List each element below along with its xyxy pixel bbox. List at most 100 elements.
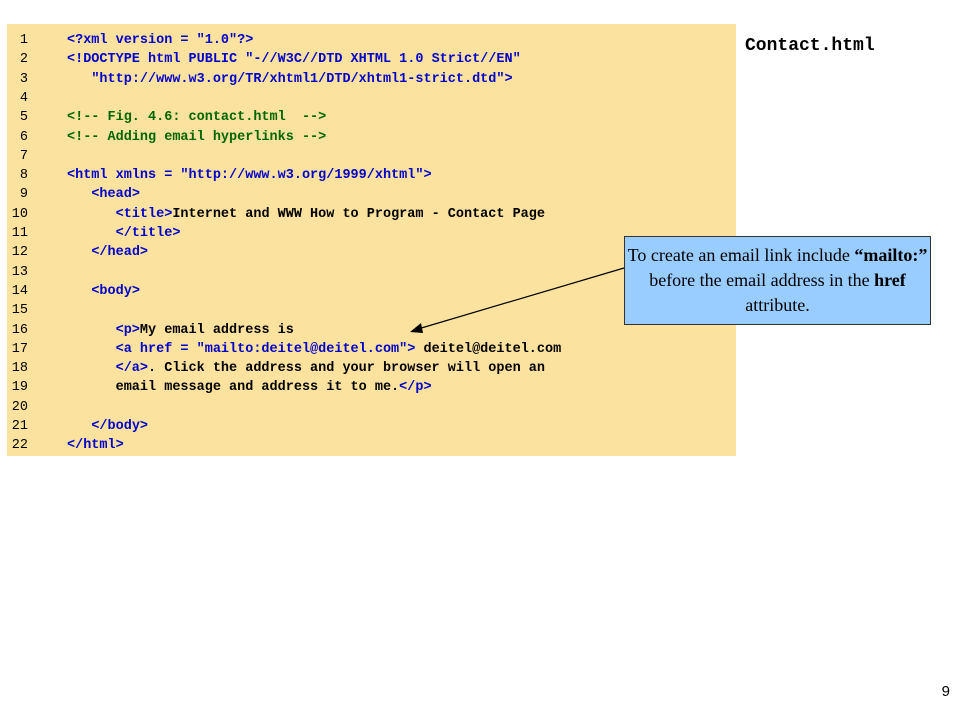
- line-number: 18: [11, 361, 28, 377]
- callout-text-2: before the email address in the: [649, 270, 875, 290]
- line-number: 20: [11, 399, 28, 415]
- line-number: 12: [11, 245, 28, 261]
- code-line: 22 </html>: [7, 436, 124, 455]
- code-line: 13: [7, 263, 28, 282]
- line-number: 9: [19, 187, 28, 203]
- code-line: 4: [7, 89, 28, 108]
- code-listing: 1 <?xml version = "1.0"?> 2 <!DOCTYPE html …: [7, 24, 736, 456]
- line-number: 1: [19, 33, 28, 48]
- code-line: 7: [7, 147, 28, 166]
- code-line: 2 <!DOCTYPE html PUBLIC "-//W3C//DTD XHTM…: [7, 50, 521, 69]
- line-number: 10: [11, 206, 28, 222]
- code-line: 6 <!-- Adding email hyperlinks -->: [7, 128, 326, 147]
- line-number: 16: [11, 322, 28, 338]
- code-line: 17 <a href = "mailto:deitel@deitel.com">…: [7, 340, 561, 359]
- line-number: 3: [19, 71, 28, 87]
- code-token: >: [407, 341, 416, 357]
- code-token: "http://www.w3.org/1999/xhtml": [180, 168, 424, 184]
- line-number: 19: [11, 380, 28, 396]
- code-token: . Click the address and your browser wil…: [148, 361, 545, 377]
- code-token: deitel@deitel.com: [415, 341, 562, 357]
- code-text: </a>. Click the address and your browser…: [67, 359, 545, 378]
- code-line: 20: [7, 398, 28, 417]
- code-text: <!DOCTYPE html PUBLIC "-//W3C//DTD XHTML…: [67, 50, 521, 69]
- code-text: </html>: [67, 436, 124, 455]
- file-title: Contact.html: [745, 36, 875, 56]
- code-token: <title>: [115, 206, 173, 222]
- line-number: 17: [11, 341, 28, 357]
- code-text: email message and address it to me.</p>: [67, 378, 432, 397]
- code-token: <?xml version =: [67, 33, 197, 48]
- line-number: 11: [11, 226, 28, 241]
- code-line: 21 </body>: [7, 417, 148, 436]
- code-token: Internet and WWW How to Program - Contac…: [172, 206, 545, 222]
- code-line: 11 </title>: [7, 224, 181, 243]
- line-number: 13: [11, 264, 28, 280]
- code-text: <p>My email address is: [67, 321, 294, 340]
- code-line: 12 </head>: [7, 243, 148, 262]
- code-text: <a href = "mailto:deitel@deitel.com"> de…: [67, 340, 562, 359]
- line-number: 22: [11, 438, 28, 454]
- code-text: <?xml version = "1.0"?>: [67, 31, 253, 50]
- code-token: </title>: [115, 226, 181, 241]
- code-line: 15: [7, 301, 28, 320]
- code-token: </body>: [91, 419, 149, 434]
- code-line: 18 </a>. Click the address and your brow…: [7, 359, 545, 378]
- code-line: 19 email message and address it to me.</…: [7, 378, 432, 397]
- page-number: 9: [941, 683, 950, 700]
- code-text: "http://www.w3.org/TR/xhtml1/DTD/xhtml1-…: [67, 70, 513, 89]
- code-line: 14 <body>: [7, 282, 140, 301]
- code-token: <head>: [91, 187, 140, 203]
- code-token: >: [504, 71, 513, 87]
- code-token: <!DOCTYPE html PUBLIC: [67, 52, 246, 68]
- line-number: 2: [19, 52, 28, 68]
- code-token: <!-- Adding email hyperlinks -->: [67, 129, 327, 145]
- line-number: 15: [11, 303, 28, 319]
- code-text: </title>: [67, 224, 181, 243]
- code-text: <html xmlns = "http://www.w3.org/1999/xh…: [67, 166, 432, 185]
- line-number: 5: [19, 110, 28, 126]
- code-text: <body>: [67, 282, 140, 301]
- code-token: >: [423, 168, 432, 184]
- line-number: 14: [11, 283, 28, 299]
- callout-href: href: [874, 270, 906, 290]
- code-line: 16 <p>My email address is: [7, 321, 294, 340]
- code-token: <p>: [115, 322, 140, 338]
- code-token: </p>: [399, 380, 432, 396]
- code-token: ?>: [237, 33, 254, 48]
- code-token: <a href =: [115, 341, 197, 357]
- code-line: 10 <title>Internet and WWW How to Progra…: [7, 205, 545, 224]
- code-text: <title>Internet and WWW How to Program -…: [67, 205, 545, 224]
- code-token: email message and address it to me.: [67, 380, 400, 396]
- code-text: <head>: [67, 185, 140, 204]
- code-token: My email address is: [139, 322, 294, 338]
- line-number: 6: [19, 129, 28, 145]
- code-token: "1.0": [196, 33, 238, 48]
- callout-mailto: “mailto:”: [854, 245, 928, 265]
- code-token: <!-- Fig. 4.6: contact.html -->: [67, 110, 327, 126]
- code-text: </body>: [67, 417, 148, 436]
- code-token: </head>: [91, 245, 149, 261]
- code-line: 9 <head>: [7, 185, 140, 204]
- code-line: 3 "http://www.w3.org/TR/xhtml1/DTD/xhtml…: [7, 70, 513, 89]
- code-line: 5 <!-- Fig. 4.6: contact.html -->: [7, 108, 326, 127]
- line-number: 4: [19, 90, 28, 106]
- code-line: 8 <html xmlns = "http://www.w3.org/1999/x…: [7, 166, 432, 185]
- code-token: "mailto:deitel@deitel.com": [196, 341, 408, 357]
- line-number: 7: [19, 148, 28, 164]
- line-number: 21: [11, 419, 28, 434]
- code-line: 1 <?xml version = "1.0"?>: [7, 31, 253, 50]
- code-token: <html xmlns =: [67, 168, 181, 184]
- code-text: <!-- Fig. 4.6: contact.html -->: [67, 108, 326, 127]
- code-text: </head>: [67, 243, 148, 262]
- code-token: "-//W3C//DTD XHTML 1.0 Strict//EN": [245, 52, 521, 68]
- code-token: <body>: [91, 283, 140, 299]
- code-token: </html>: [67, 438, 124, 454]
- line-number: 8: [19, 168, 28, 184]
- code-text: <!-- Adding email hyperlinks -->: [67, 128, 326, 147]
- callout-text-3: attribute.: [745, 295, 810, 315]
- callout-box: To create an email link include “mailto:…: [624, 236, 931, 325]
- code-token: </a>: [115, 361, 149, 377]
- code-token: "http://www.w3.org/TR/xhtml1/DTD/xhtml1-…: [91, 71, 505, 87]
